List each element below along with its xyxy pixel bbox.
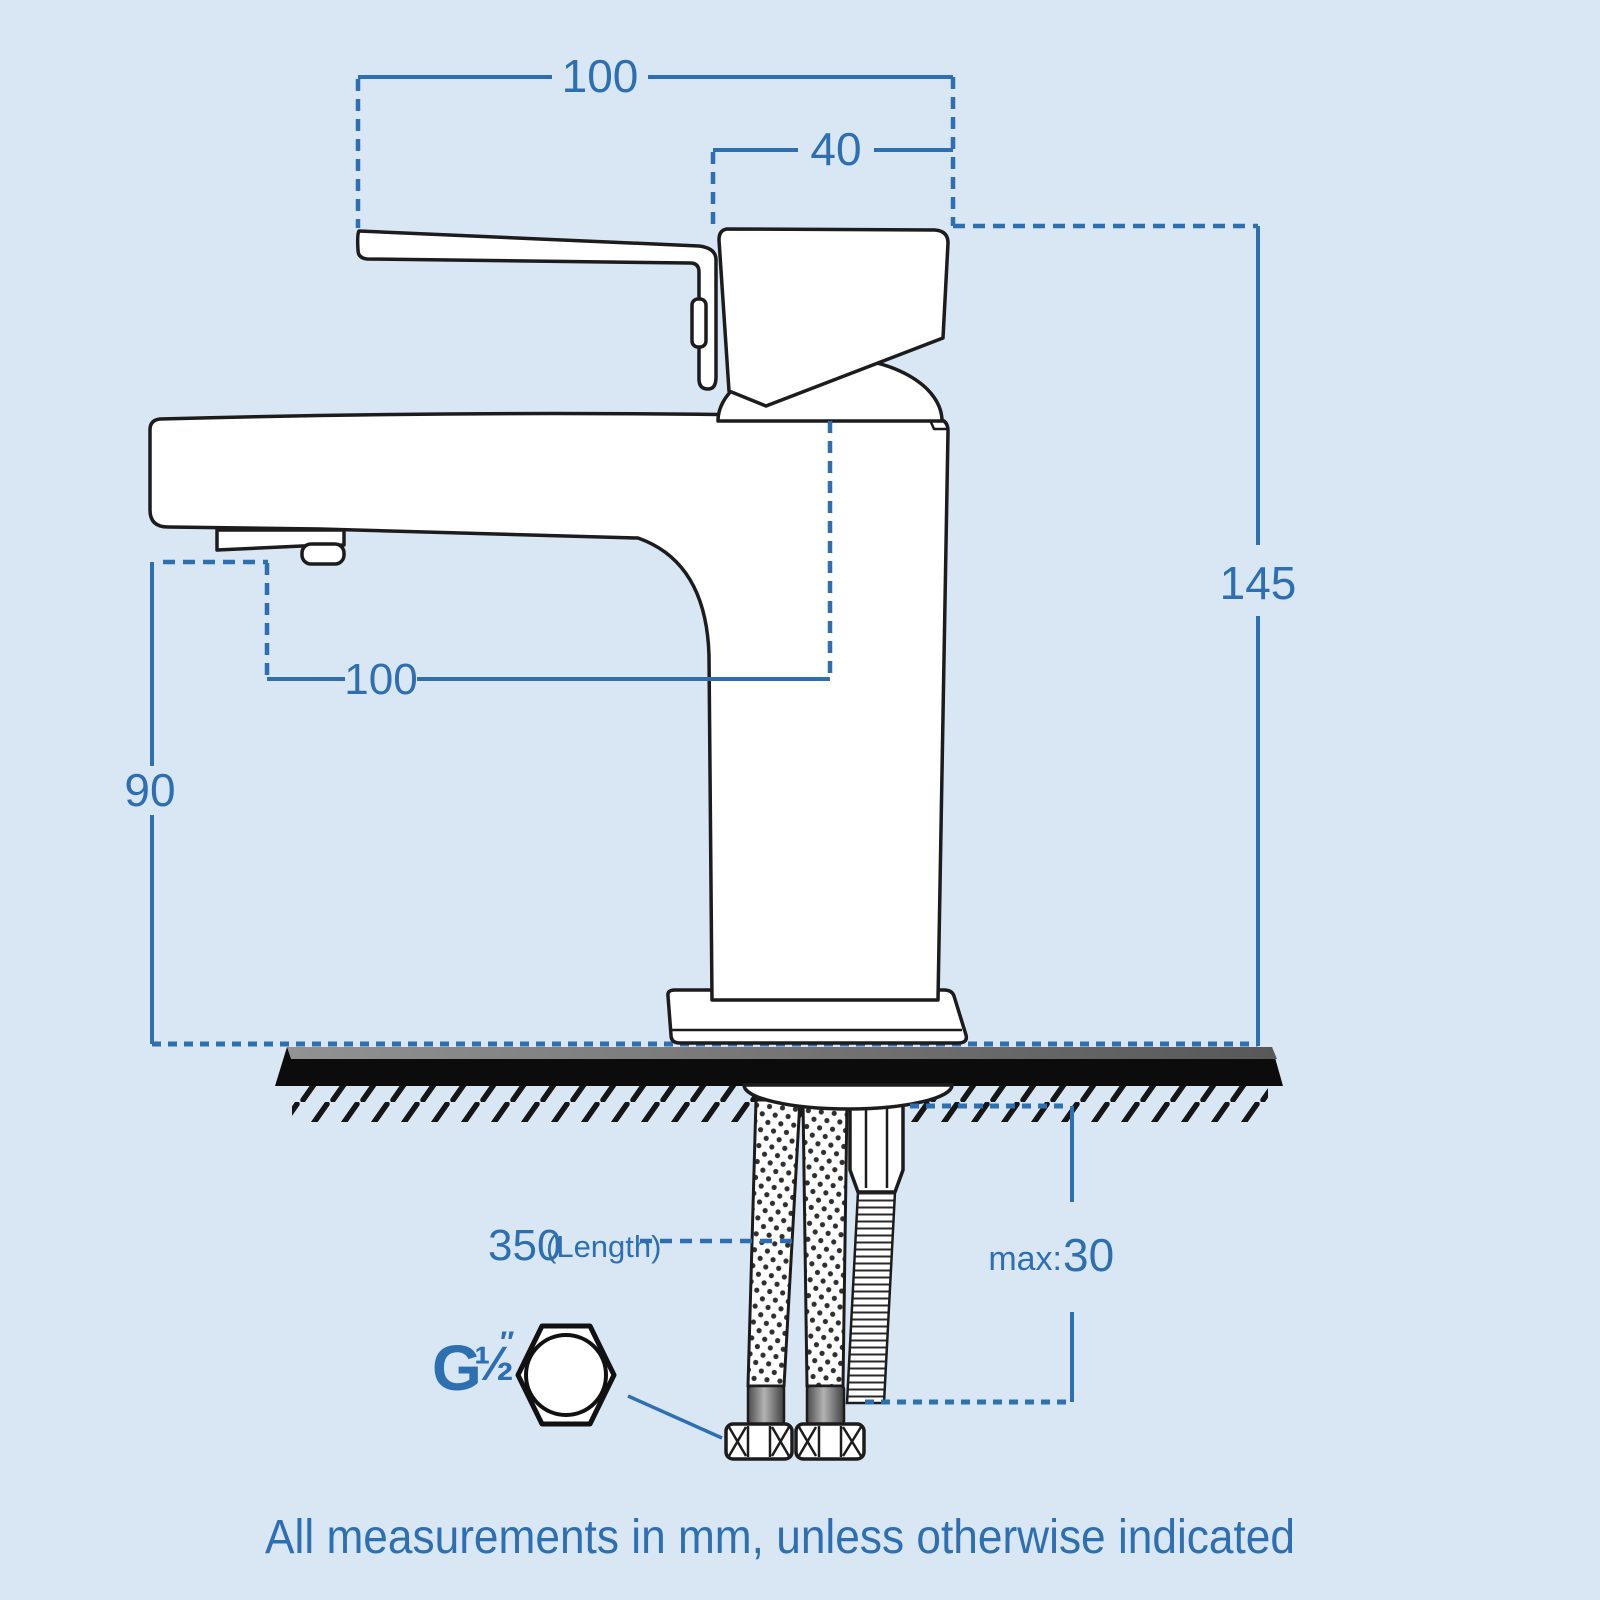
hose-ferrule-right xyxy=(805,1384,846,1426)
flexi-hose-right xyxy=(801,1098,849,1388)
thread-size-symbol: G ½ ″ xyxy=(432,1323,723,1440)
handle-cap xyxy=(717,227,950,408)
handle-lever xyxy=(355,229,718,391)
dim-top-width-label: 100 xyxy=(562,50,639,102)
dim-spout-reach: 100 xyxy=(163,421,833,704)
worktop-top-face xyxy=(287,1047,1277,1059)
thread-size-prime: ″ xyxy=(500,1326,514,1359)
dim-handle-depth: 40 xyxy=(710,77,956,230)
threaded-rod xyxy=(845,1190,897,1405)
column-top-step xyxy=(928,419,947,431)
under-counter-washer xyxy=(742,1083,954,1111)
dim-hose-length-value: 350 xyxy=(488,1221,561,1270)
hex-nut-bore xyxy=(524,1333,608,1417)
dim-overall-height-label: 145 xyxy=(1220,557,1297,609)
dim-worktop-thickness: max: 30 xyxy=(865,1103,1114,1405)
hex-nut-leader-line xyxy=(627,1394,723,1440)
dim-spout-reach-label: 100 xyxy=(344,655,417,704)
dimensions: 100 40 145 100 xyxy=(124,50,1297,1440)
dim-top-width: 100 xyxy=(355,50,953,228)
lever-clip-tab xyxy=(690,297,708,349)
dim-worktop-max-value: 30 xyxy=(1063,1229,1114,1281)
thread-size-g: G xyxy=(432,1332,482,1404)
dim-hose-length-note: (Length) xyxy=(546,1229,661,1264)
dim-worktop-max-prefix: max: xyxy=(988,1240,1062,1278)
dim-spout-height: 90 xyxy=(124,562,176,1044)
hose-nut-left xyxy=(724,1422,794,1461)
under-counter-fittings xyxy=(724,1083,954,1461)
caption: All measurements in mm, unless otherwise… xyxy=(265,1511,1295,1564)
hose-nut-right xyxy=(794,1422,866,1461)
dim-handle-depth-label: 40 xyxy=(810,123,861,175)
thread-size-half: ½ xyxy=(474,1338,514,1391)
hose-ferrule-left xyxy=(746,1384,786,1426)
aerator-nozzle xyxy=(300,542,346,566)
dim-spout-height-label: 90 xyxy=(124,764,175,816)
hex-shank xyxy=(848,1098,905,1194)
dim-hose-length: 350 (Length) xyxy=(488,1221,793,1270)
faucet xyxy=(148,227,969,1045)
dim-overall-height: 145 xyxy=(953,223,1297,1046)
flexi-hose-left xyxy=(746,1098,802,1388)
